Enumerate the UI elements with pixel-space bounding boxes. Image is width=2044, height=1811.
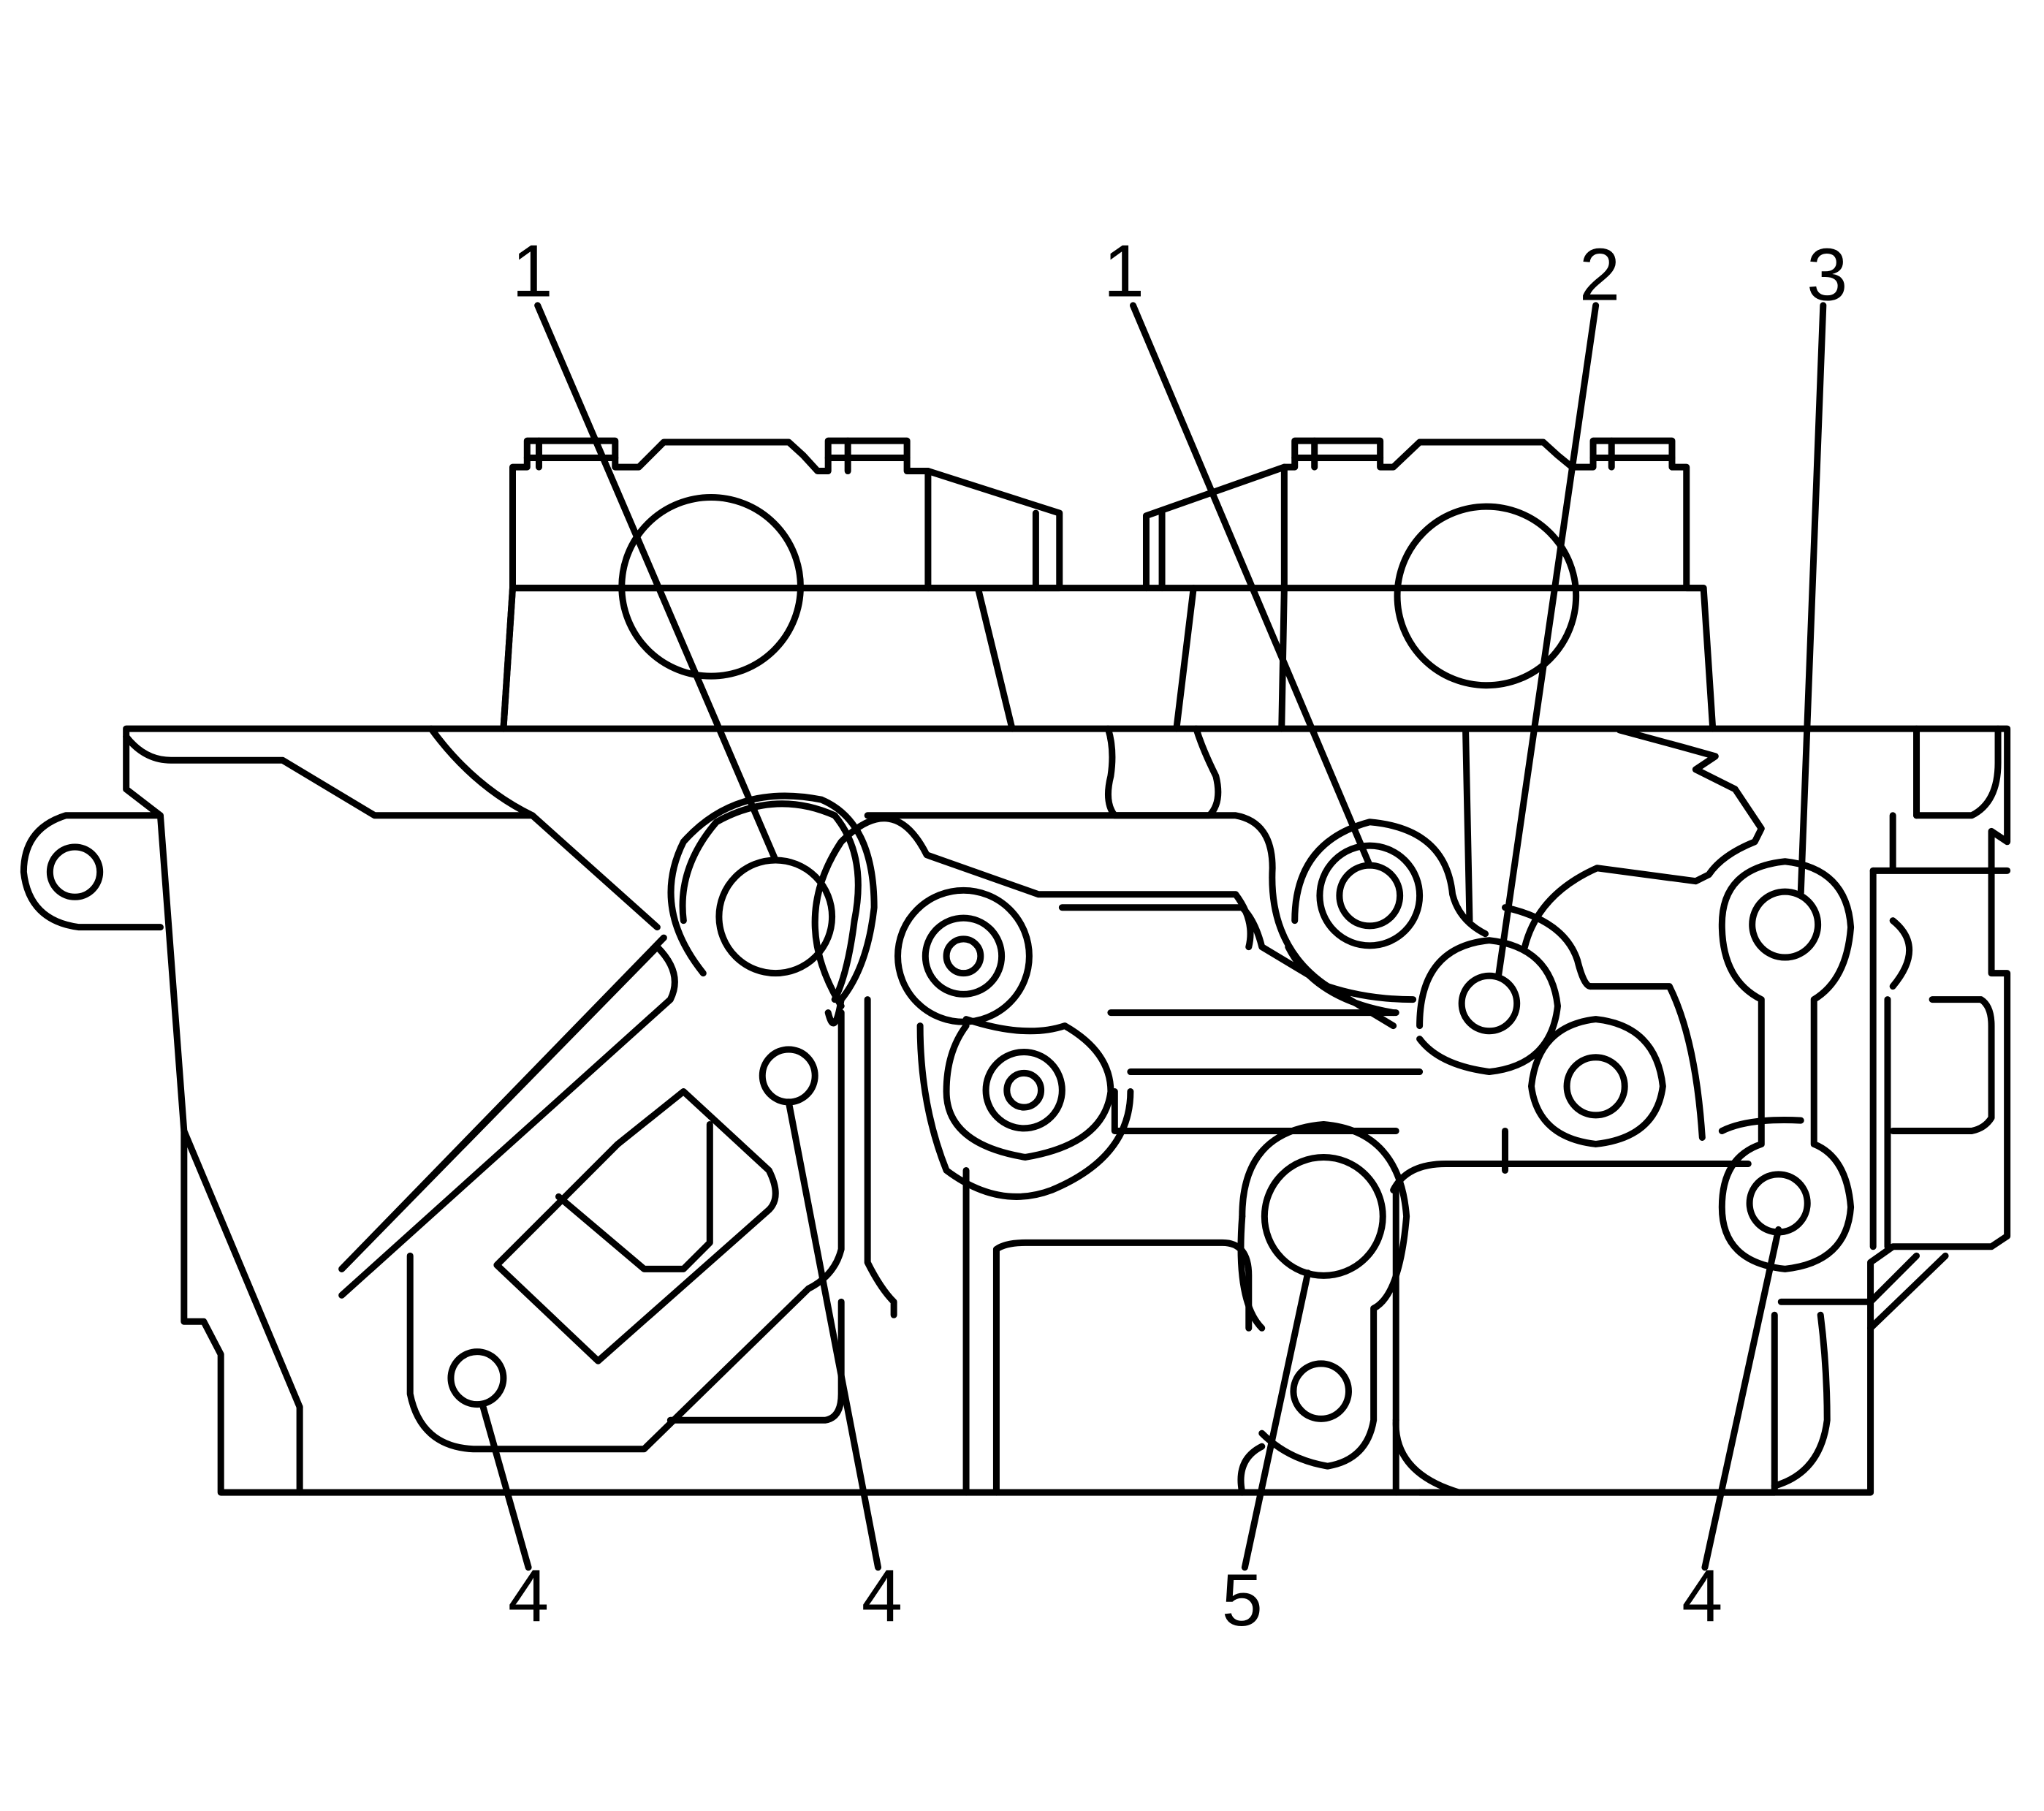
head-outline bbox=[20, 725, 2011, 1496]
bolt-holes bbox=[447, 792, 1855, 1496]
callout-3: 3 bbox=[1806, 235, 1847, 316]
callout-4-center: 4 bbox=[862, 1555, 903, 1637]
leader-1b bbox=[1129, 302, 1373, 869]
leader-4a bbox=[479, 1401, 532, 1571]
leader-5 bbox=[1241, 1269, 1312, 1571]
leader-2 bbox=[1495, 302, 1600, 979]
callout-4-left: 4 bbox=[508, 1555, 549, 1637]
callout-1-left: 1 bbox=[512, 230, 552, 312]
camshaft-caps bbox=[500, 437, 1717, 732]
callout-4-right: 4 bbox=[1682, 1555, 1722, 1637]
gasket-passages bbox=[338, 725, 1874, 1496]
leader-4c bbox=[1701, 1226, 1782, 1571]
leader-1a bbox=[534, 302, 779, 864]
callout-1-right: 1 bbox=[1103, 230, 1144, 312]
leader-lines bbox=[479, 302, 1827, 1571]
callout-5: 5 bbox=[1222, 1560, 1263, 1641]
leader-4b bbox=[785, 1098, 882, 1571]
leader-3 bbox=[1797, 302, 1827, 897]
callout-2: 2 bbox=[1579, 235, 1620, 316]
callout-labels: 1 1 2 3 4 4 5 4 bbox=[508, 230, 1847, 1641]
